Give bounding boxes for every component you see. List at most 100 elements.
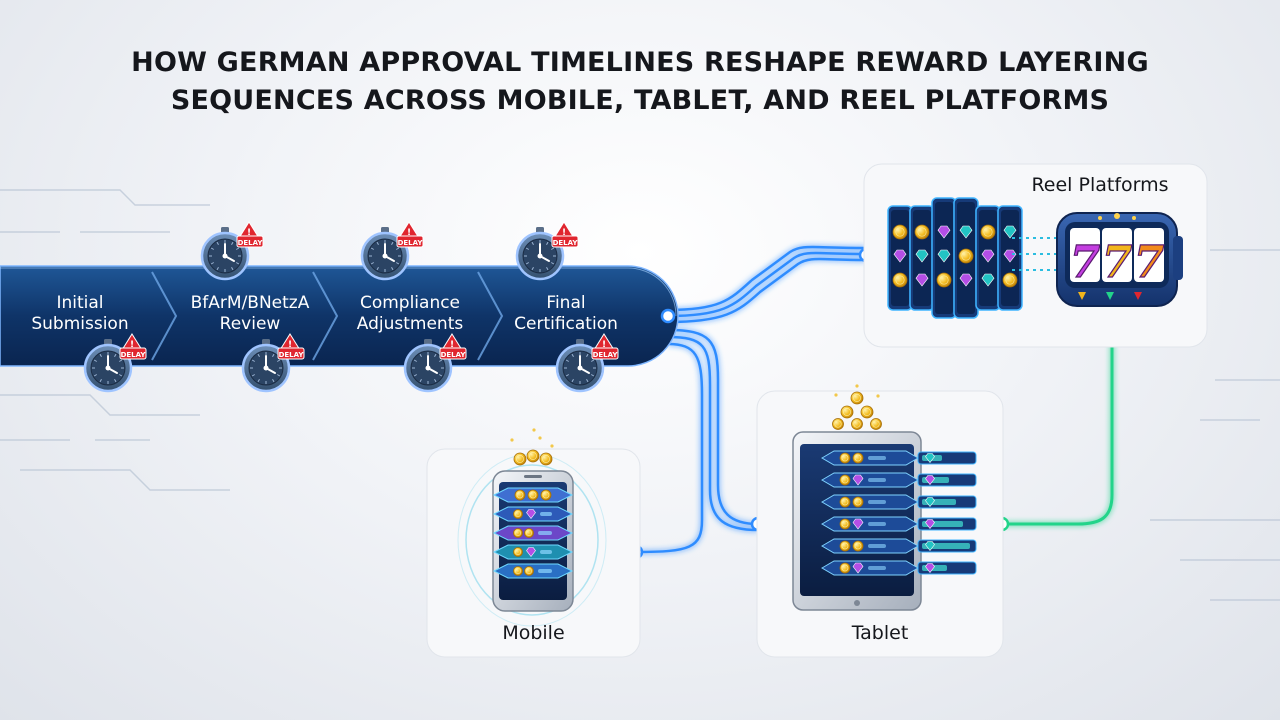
svg-text:!: ! <box>130 340 134 350</box>
node-banner-output <box>660 308 676 324</box>
svg-text:!: ! <box>288 340 292 350</box>
background-circuit-traces <box>0 189 1280 601</box>
stage-label-line-2: Adjustments <box>356 314 464 334</box>
reel-strip <box>997 205 1023 311</box>
gem-icon <box>981 273 995 287</box>
coin-icon <box>870 418 882 430</box>
delay-warning-icon: DELAY! <box>439 333 467 360</box>
sparkle <box>855 384 859 388</box>
delay-badge-text: DELAY <box>121 351 147 359</box>
coin-icon <box>852 540 864 552</box>
svg-text:!: ! <box>602 340 606 350</box>
coin-icon <box>980 224 996 240</box>
sparkle <box>510 438 514 442</box>
stopwatch-icon <box>360 227 410 281</box>
coin-icon <box>958 248 974 264</box>
gem-icon <box>925 541 935 551</box>
sparkle <box>550 444 554 448</box>
reel-strips-stack <box>887 197 1023 319</box>
coin-icon <box>839 452 851 464</box>
reel-platforms-label: Reel Platforms <box>1031 174 1169 196</box>
coin-icon <box>892 224 908 240</box>
svg-text:!: ! <box>450 340 454 350</box>
svg-text:!: ! <box>562 228 566 238</box>
stage-label-line-2: Review <box>219 314 281 334</box>
page-title: HOW GERMAN APPROVAL TIMELINES RESHAPE RE… <box>0 44 1280 120</box>
coin-icon <box>839 496 851 508</box>
coin-icon <box>832 418 844 430</box>
coin-icon <box>839 518 851 530</box>
stage-label-line-1: Final <box>546 293 586 313</box>
mobile-label: Mobile <box>502 622 565 644</box>
reel-dotted-link <box>1012 237 1058 271</box>
gem-icon <box>526 509 536 519</box>
gem-icon <box>925 475 935 485</box>
sparkle <box>532 428 536 432</box>
coin-icon <box>852 496 864 508</box>
connector-reel-to-tablet <box>1002 330 1114 526</box>
reward-layer <box>492 506 574 522</box>
coin-icon <box>540 489 552 501</box>
coin-icon <box>513 509 523 519</box>
reward-layer <box>492 487 574 503</box>
stage-label-line-2: Certification <box>514 314 618 334</box>
connector-to-reel-platforms <box>667 245 867 324</box>
slot-machine-icon <box>1056 212 1183 307</box>
coin-icon <box>852 452 864 464</box>
gem-icon <box>959 225 973 239</box>
connector-to-mobile <box>635 342 704 554</box>
reward-layer <box>821 516 977 532</box>
sparkle <box>538 436 542 440</box>
sparkle <box>834 393 838 397</box>
coin-icon <box>524 528 534 538</box>
stage-label-line-1: Initial <box>56 293 104 313</box>
page-title-line-2: SEQUENCES ACROSS MOBILE, TABLET, AND REE… <box>170 85 1110 116</box>
delay-warning-icon: DELAY! <box>551 221 579 248</box>
reward-layer <box>821 560 977 576</box>
coin-icon <box>513 547 523 557</box>
coin-icon <box>513 528 523 538</box>
reel-strip <box>953 197 979 319</box>
reward-layer <box>821 494 977 510</box>
gem-icon <box>893 249 907 263</box>
reel-strip <box>909 205 935 311</box>
stage-final-certification: Final Certification <box>486 293 646 335</box>
gem-icon <box>915 273 929 287</box>
stopwatch-group: DELAY!DELAY!DELAY!DELAY!DELAY!DELAY!DELA… <box>83 221 619 393</box>
delay-badge-text: DELAY <box>553 239 579 247</box>
coin-icon <box>1002 272 1018 288</box>
gem-icon <box>526 547 536 557</box>
gem-icon <box>925 563 935 573</box>
stage-label-line-1: Compliance <box>359 293 461 313</box>
slot-digit: 7 <box>1134 237 1165 288</box>
gem-icon <box>937 249 951 263</box>
delay-badge-text: DELAY <box>441 351 467 359</box>
delay-badge-text: DELAY <box>398 239 424 247</box>
slot-digit: 7 <box>1070 237 1101 288</box>
delay-badge-text: DELAY <box>238 239 264 247</box>
delay-warning-icon: DELAY! <box>591 333 619 360</box>
stage-label-line-1: BfArM/BNetzA <box>190 293 310 313</box>
gem-icon <box>852 474 864 486</box>
delay-warning-icon: DELAY! <box>277 333 305 360</box>
coin-icon <box>527 489 539 501</box>
coin-icon <box>513 452 527 466</box>
delay-badge-text: DELAY <box>279 351 305 359</box>
gem-icon <box>981 249 995 263</box>
timeline-chevron-dividers <box>151 271 504 361</box>
tablet-label: Tablet <box>851 622 909 644</box>
delay-warning-icon: DELAY! <box>119 333 147 360</box>
coin-icon <box>839 540 851 552</box>
gem-icon <box>852 518 864 530</box>
coin-icon <box>839 474 851 486</box>
delay-badge-text: DELAY <box>593 351 619 359</box>
approval-timeline-banner <box>0 265 679 367</box>
coin-icon <box>860 405 874 419</box>
coin-icon <box>839 562 851 574</box>
stage-bfarm-bnetza-review: BfArM/BNetzA Review <box>170 293 330 335</box>
page-title-line-1: HOW GERMAN APPROVAL TIMELINES RESHAPE RE… <box>131 47 1149 78</box>
stopwatch-icon <box>83 339 133 393</box>
gem-icon <box>915 249 929 263</box>
tablet-coin-cluster <box>832 384 882 430</box>
